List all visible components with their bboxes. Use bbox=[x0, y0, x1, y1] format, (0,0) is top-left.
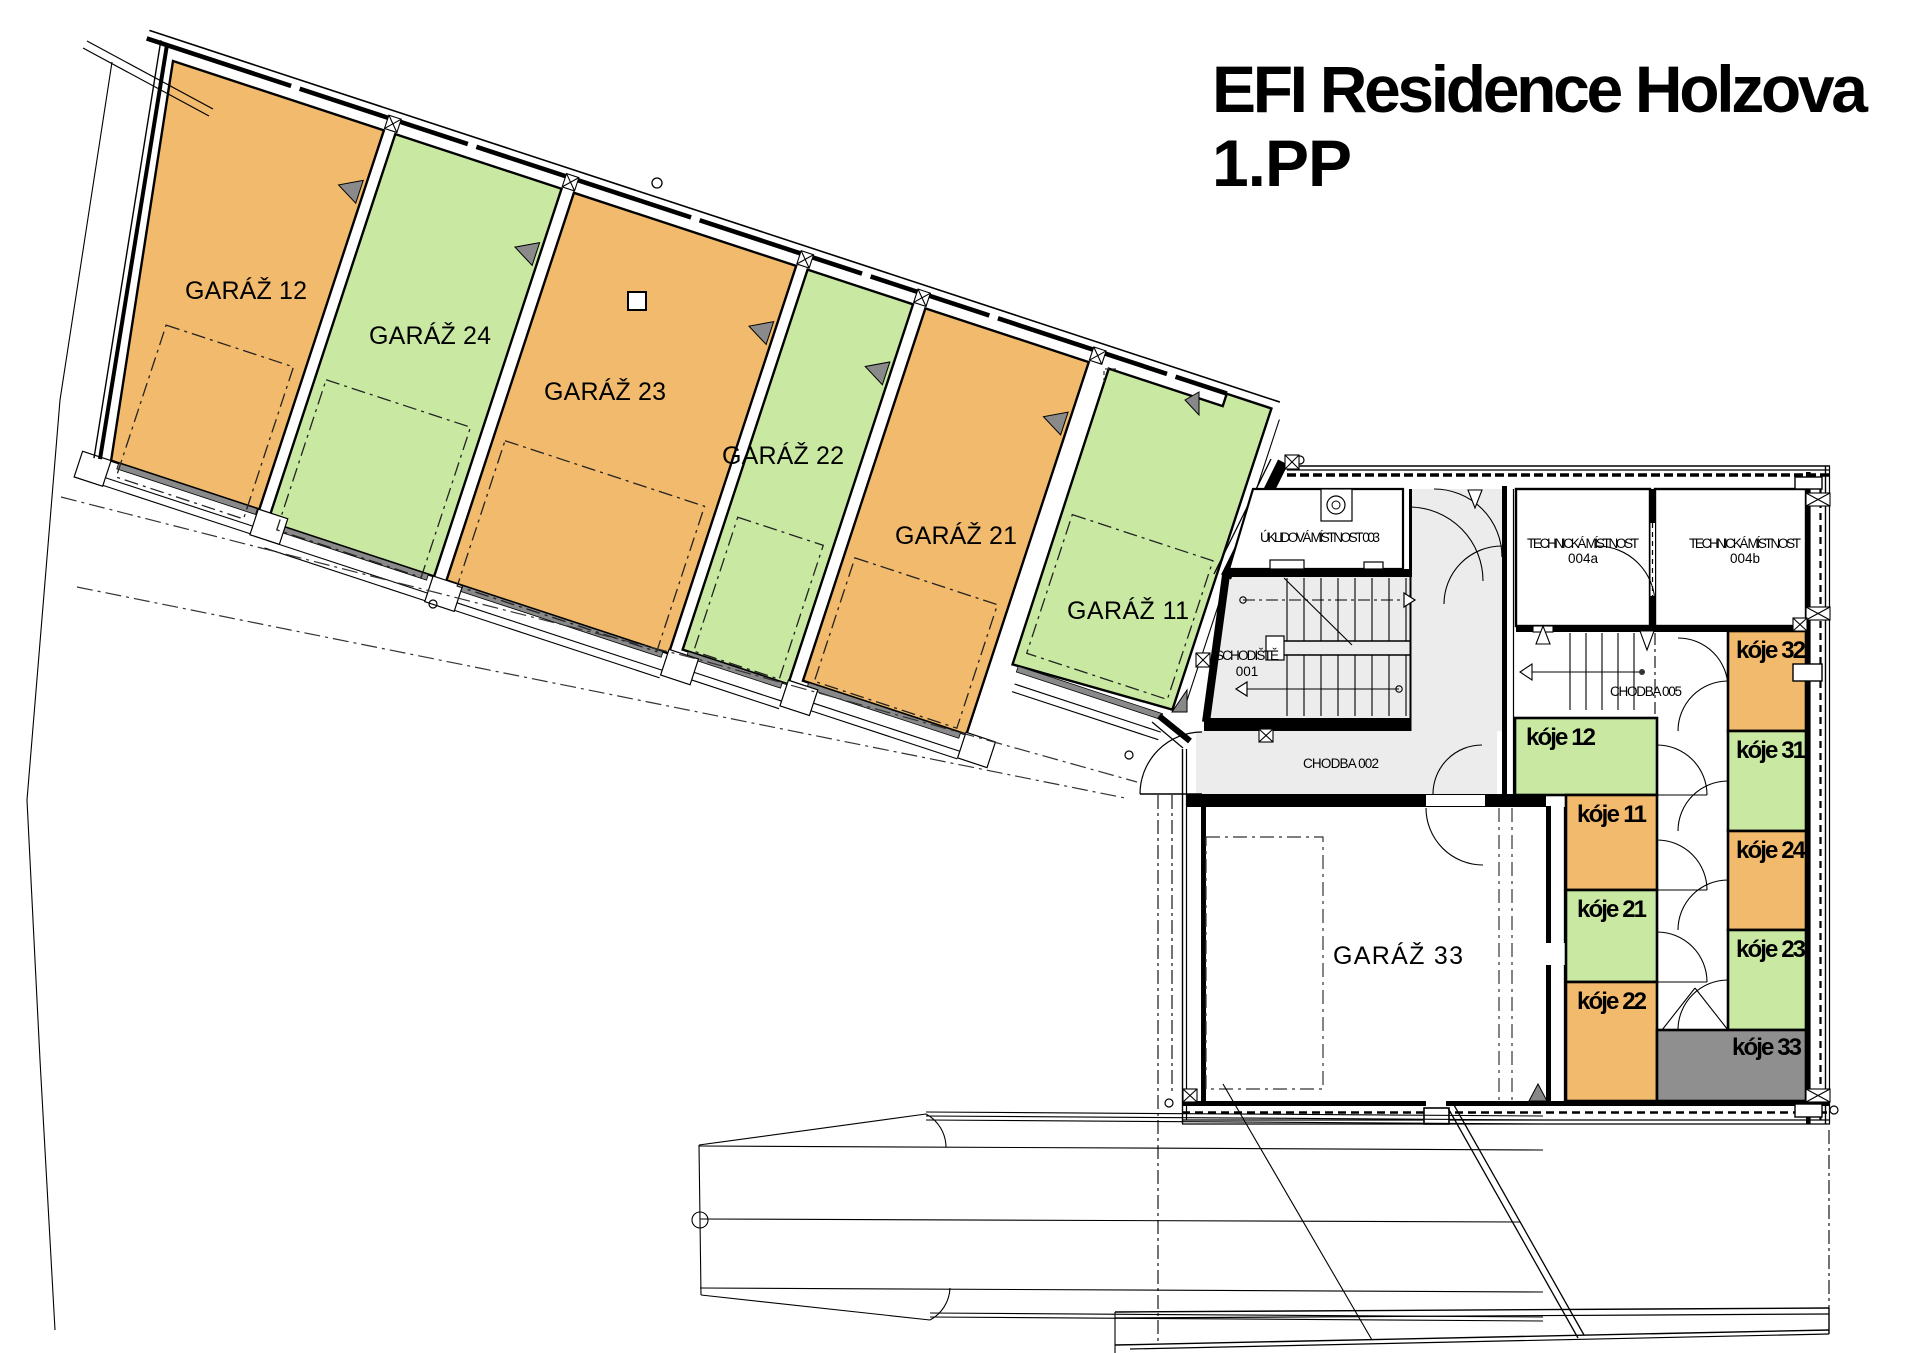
svg-text:001: 001 bbox=[1236, 664, 1259, 679]
svg-text:kóje 33: kóje 33 bbox=[1732, 1034, 1802, 1061]
svg-text:1.PP: 1.PP bbox=[1212, 126, 1352, 200]
svg-text:kóje 11: kóje 11 bbox=[1577, 801, 1647, 828]
svg-text:kóje 12: kóje 12 bbox=[1526, 724, 1596, 751]
svg-text:004b: 004b bbox=[1730, 551, 1760, 566]
svg-text:kóje 22: kóje 22 bbox=[1577, 988, 1647, 1015]
svg-text:ÚKLIDOVÁ MÍSTNOST 003: ÚKLIDOVÁ MÍSTNOST 003 bbox=[1260, 530, 1380, 545]
svg-text:kóje 31: kóje 31 bbox=[1736, 737, 1806, 764]
svg-text:CHODBA 005: CHODBA 005 bbox=[1610, 684, 1682, 699]
svg-text:EFI Residence Holzova: EFI Residence Holzova bbox=[1212, 52, 1869, 126]
svg-text:kóje 21: kóje 21 bbox=[1577, 896, 1647, 923]
svg-text:GARÁŽ 22: GARÁŽ 22 bbox=[722, 441, 844, 470]
svg-text:GARÁŽ 21: GARÁŽ 21 bbox=[895, 521, 1017, 550]
svg-text:TECHNICKÁ MÍSTNOST: TECHNICKÁ MÍSTNOST bbox=[1689, 536, 1801, 551]
svg-text:GARÁŽ 23: GARÁŽ 23 bbox=[544, 377, 666, 406]
svg-text:GARÁŽ 33: GARÁŽ 33 bbox=[1333, 941, 1463, 970]
svg-text:kóje 23: kóje 23 bbox=[1736, 936, 1806, 963]
svg-text:004a: 004a bbox=[1568, 551, 1599, 566]
svg-text:kóje 32: kóje 32 bbox=[1736, 637, 1806, 664]
svg-text:kóje 24: kóje 24 bbox=[1736, 837, 1807, 864]
svg-text:SCHODIŠTĚ: SCHODIŠTĚ bbox=[1215, 648, 1279, 663]
svg-text:GARÁŽ 24: GARÁŽ 24 bbox=[369, 321, 491, 350]
svg-text:GARÁŽ 11: GARÁŽ 11 bbox=[1067, 596, 1189, 625]
svg-text:GARÁŽ 12: GARÁŽ 12 bbox=[185, 276, 307, 305]
svg-text:CHODBA 002: CHODBA 002 bbox=[1303, 756, 1379, 771]
svg-text:TECHNICKÁ MÍSTNOST: TECHNICKÁ MÍSTNOST bbox=[1527, 536, 1639, 551]
